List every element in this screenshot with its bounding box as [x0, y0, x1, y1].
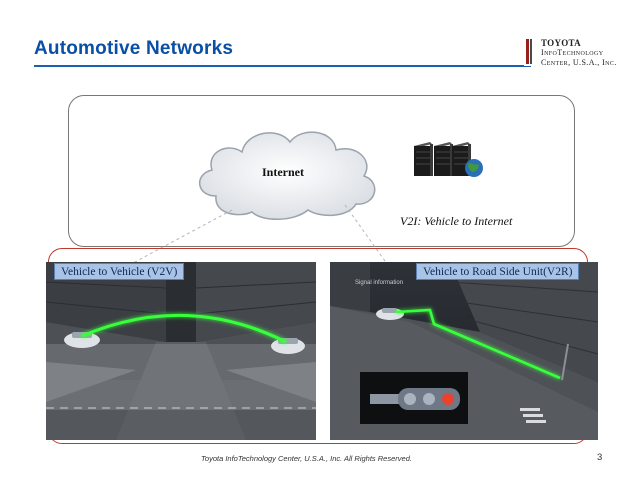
copyright-footer: Toyota InfoTechnology Center, U.S.A., In… — [201, 454, 412, 463]
slide-title: Automotive Networks — [34, 38, 234, 59]
car-right-icon — [271, 338, 305, 354]
car-icon — [376, 308, 404, 320]
logo-line-3: Center, U.S.A., Inc. — [541, 58, 617, 67]
cloud-icon — [199, 131, 376, 220]
internet-label: Internet — [262, 165, 304, 179]
v2r-label: Vehicle to Road Side Unit(V2R) — [416, 263, 580, 280]
toyota-logo-icon — [524, 36, 538, 66]
v2v-label: Vehicle to Vehicle (V2V) — [54, 263, 185, 280]
v2v-scene — [46, 262, 316, 440]
v2r-scene: Signal information — [330, 262, 598, 440]
v2i-label: V2I: Vehicle to Internet — [400, 214, 513, 228]
page-number: 3 — [597, 452, 603, 463]
logo-line-1: TOYOTA — [541, 38, 581, 48]
traffic-light-icon — [360, 372, 468, 424]
signal-info-label: Signal information — [355, 280, 403, 286]
logo-line-2: InfoTechnology — [541, 48, 604, 57]
server-rack-icon — [414, 142, 483, 177]
title-underline — [34, 65, 531, 67]
